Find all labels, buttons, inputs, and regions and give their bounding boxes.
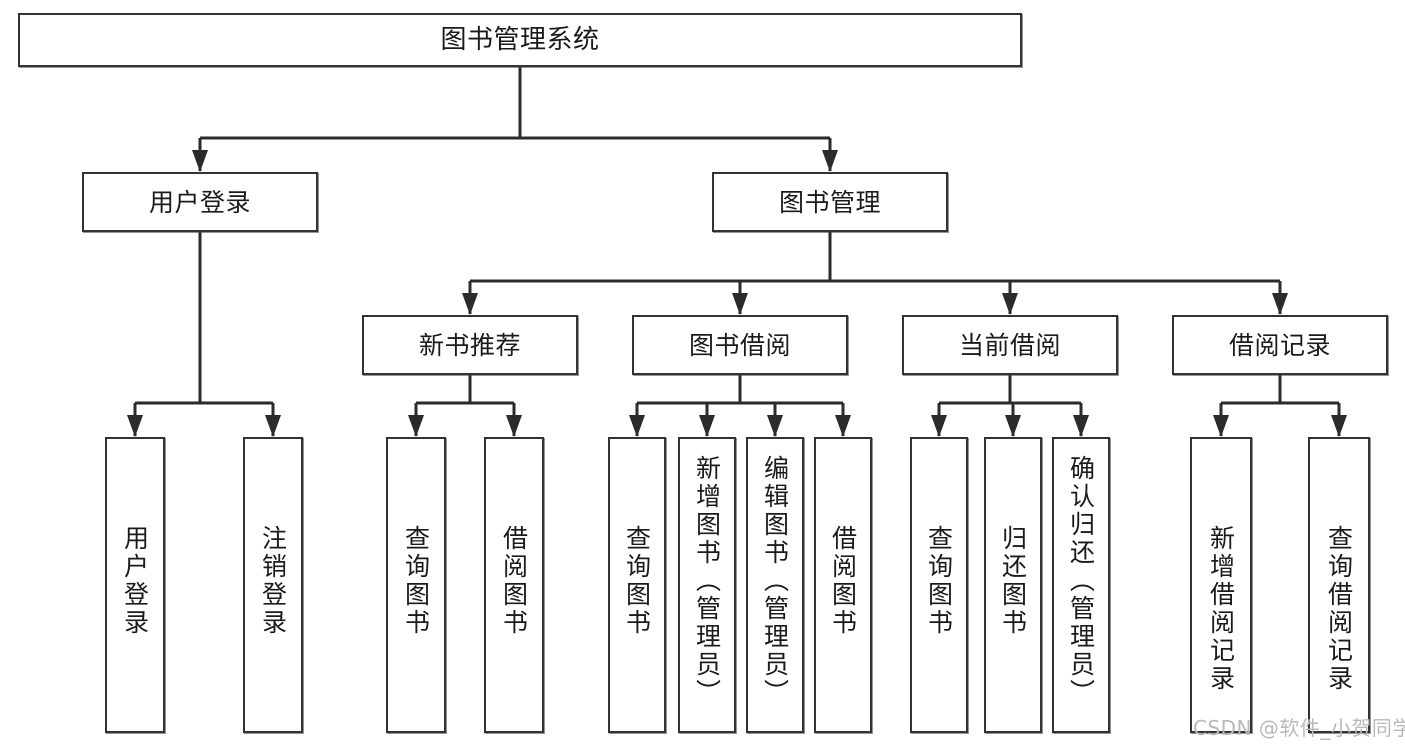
node-label: 借阅图书 [828,525,858,637]
node-label: 查询图书 [924,525,954,637]
node-leaf-nb-query[interactable]: 查询图书 [386,437,446,733]
node-label: 用户登录 [120,525,150,637]
node-leaf-bk-add[interactable]: 新增图书（管理员） [678,437,736,733]
node-label: 确认归还（管理员） [1066,455,1096,707]
node-records[interactable]: 借阅记录 [1172,315,1388,375]
node-bookmgmt[interactable]: 图书管理 [712,172,948,232]
node-leaf-cur-return[interactable]: 归还图书 [984,437,1042,733]
node-label: 新增借阅记录 [1206,525,1236,693]
node-label: 归还图书 [998,525,1028,637]
node-leaf-user-login[interactable]: 用户登录 [105,437,165,733]
node-leaf-rec-add[interactable]: 新增借阅记录 [1190,437,1252,733]
node-leaf-bk-borrow[interactable]: 借阅图书 [814,437,872,733]
node-label: 图书管理 [778,187,881,217]
node-root[interactable]: 图书管理系统 [18,13,1022,67]
node-label: 当前借阅 [958,330,1061,360]
node-label: 借阅图书 [499,525,529,637]
node-borrow[interactable]: 图书借阅 [632,315,848,375]
csdn-watermark: CSDN @软件_小贺同学 [1193,716,1405,740]
node-label: 图书借阅 [688,330,791,360]
node-label: 新增图书（管理员） [692,455,722,707]
node-label: 用户登录 [148,187,251,217]
node-label: 注销登录 [258,525,288,637]
node-label: 借阅记录 [1228,330,1331,360]
node-login[interactable]: 用户登录 [82,172,318,232]
node-leaf-rec-query[interactable]: 查询借阅记录 [1308,437,1370,733]
node-label: 图书管理系统 [440,24,600,55]
node-label: 查询图书 [401,525,431,637]
node-leaf-cur-query[interactable]: 查询图书 [910,437,968,733]
node-label: 查询借阅记录 [1324,525,1354,693]
node-leaf-nb-borrow[interactable]: 借阅图书 [484,437,544,733]
node-leaf-bk-query[interactable]: 查询图书 [608,437,666,733]
node-newbook[interactable]: 新书推荐 [362,315,578,375]
node-label: 查询图书 [622,525,652,637]
node-label: 新书推荐 [418,330,521,360]
node-current[interactable]: 当前借阅 [902,315,1118,375]
node-label: 编辑图书（管理员） [760,455,790,707]
node-leaf-bk-edit[interactable]: 编辑图书（管理员） [746,437,804,733]
node-leaf-cur-confirm[interactable]: 确认归还（管理员） [1052,437,1110,733]
node-leaf-user-logout[interactable]: 注销登录 [243,437,303,733]
